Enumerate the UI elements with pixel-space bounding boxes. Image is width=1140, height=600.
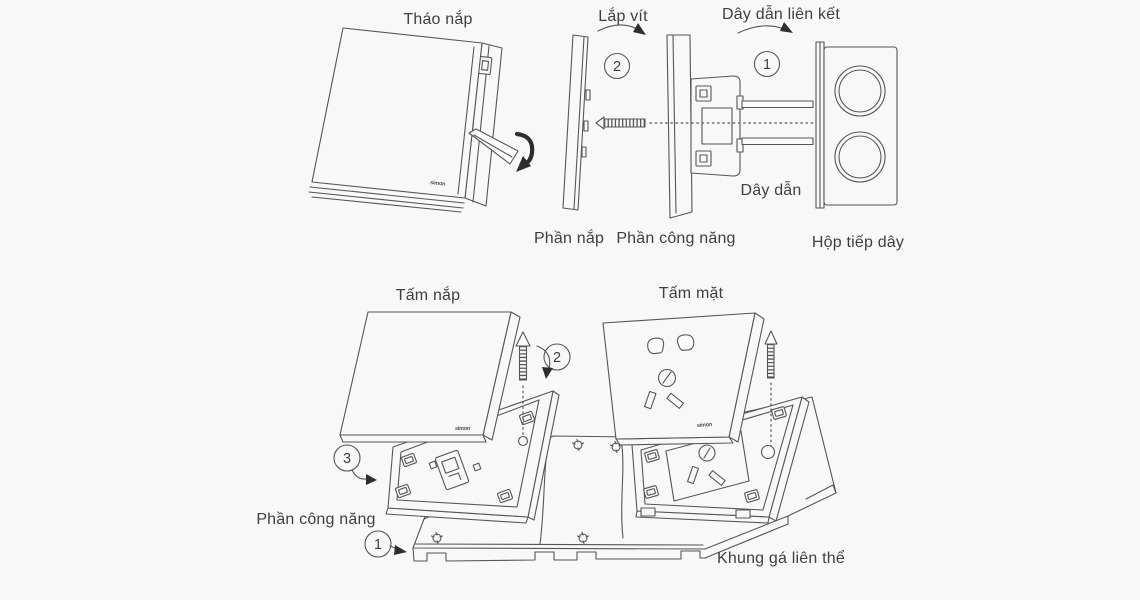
svg-text:1: 1 xyxy=(374,537,382,553)
label-function-part-bottom: Phần công năng xyxy=(256,511,375,528)
screw-boss xyxy=(760,444,776,460)
label-wire-link: Dây dẫn liên kết xyxy=(722,4,840,23)
screw-vertical-left xyxy=(515,331,531,436)
top-annotations: 2 1 Tháo nắp Lắp vít Dây dẫn liên kết Dâ… xyxy=(403,4,904,251)
step-badge-frame: 1 xyxy=(364,530,392,558)
step-badge-screw-top: 2 xyxy=(603,52,631,80)
label-cover-part: Phần nắp xyxy=(534,228,604,247)
label-install-screw: Lắp vít xyxy=(598,6,648,25)
diagram-junction-box xyxy=(815,41,898,209)
brand-logo: simon xyxy=(455,426,471,432)
label-face-plate: Tấm mặt xyxy=(659,285,724,302)
screw-boss xyxy=(517,435,529,447)
brand-logo: simon xyxy=(430,180,447,188)
screw-horizontal-icon xyxy=(595,116,646,130)
socket-function-part xyxy=(631,396,810,524)
label-function-part-top: Phần công năng xyxy=(616,230,735,247)
diagram-remove-cover: simon xyxy=(308,27,535,213)
brand-logo: simon xyxy=(697,422,713,429)
label-junction-box: Hộp tiếp dây xyxy=(812,234,904,251)
rotate-arrow-icon xyxy=(514,131,535,172)
wire-link-arrow xyxy=(737,25,785,34)
frame-skirt xyxy=(412,547,707,562)
cover-plate-blank: simon xyxy=(339,311,521,443)
cover-part-side xyxy=(562,34,591,211)
svg-text:1: 1 xyxy=(763,57,771,73)
label-remove-cover: Tháo nắp xyxy=(403,9,472,28)
svg-text:3: 3 xyxy=(343,451,351,467)
pry-tool-icon xyxy=(468,128,519,165)
install-screw-arrow xyxy=(597,24,638,32)
socket-holes xyxy=(644,333,696,410)
diagram-side-assembly xyxy=(562,34,817,219)
label-cover-plate: Tấm nắp xyxy=(396,285,461,304)
cover-plate: simon xyxy=(308,27,483,213)
step-badge-wire-top: 1 xyxy=(753,50,781,78)
label-mounting-frame: Khung gá liên thể xyxy=(717,549,845,567)
step-badge-screw-bottom: 2 xyxy=(543,343,571,371)
function-part-side xyxy=(666,34,744,219)
switch-function-part xyxy=(385,390,560,524)
step2-arrow xyxy=(536,345,551,370)
face-plate: simon xyxy=(602,312,765,446)
label-wire: Dây dẫn xyxy=(741,180,802,199)
step-badge-cover: 3 xyxy=(333,444,361,472)
step3-arrow xyxy=(351,469,367,480)
screw-vertical-right xyxy=(764,330,778,447)
switch-module xyxy=(434,449,470,491)
bottom-annotations: 2 3 1 Tấm nắp Tấm mặt Phần công năng Khu… xyxy=(256,285,845,567)
svg-text:2: 2 xyxy=(613,59,621,75)
connecting-wires xyxy=(741,100,814,146)
svg-text:2: 2 xyxy=(553,350,561,366)
